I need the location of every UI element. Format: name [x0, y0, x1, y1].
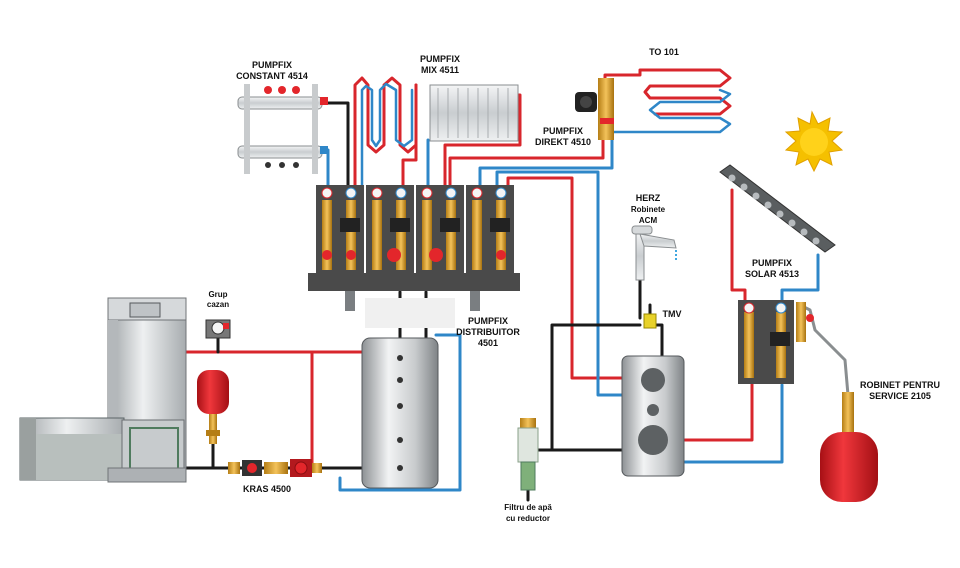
label-tmv: TMV [663, 309, 682, 319]
to101-blue [610, 88, 732, 134]
label-pumpfix-mix-2: MIX 4511 [421, 65, 459, 75]
direkt-pump-unit [575, 78, 614, 140]
radiator-supply [443, 93, 522, 187]
water-filter [517, 418, 539, 491]
label-herz-3: ACM [639, 216, 658, 225]
pipe-network [183, 68, 850, 502]
label-pumpfix-constant-2: CONSTANT 4514 [236, 71, 308, 81]
floor-heating-manifold [237, 84, 328, 174]
pump-module-constant [316, 185, 364, 275]
label-kras: KRAS 4500 [243, 484, 291, 494]
hot-water-tank [621, 355, 685, 477]
tank-bottom-blue-pipe [338, 333, 462, 492]
floor-coil-blue [360, 82, 414, 187]
label-pumpfix-solar-1: PUMPFIX [752, 258, 792, 268]
label-pumpfix-distribuitor-2: DISTRIBUITOR [456, 327, 520, 337]
label-to-101: TO 101 [649, 47, 679, 57]
direkt-supply-pipe [448, 138, 605, 187]
floor-coil-red [353, 76, 418, 187]
solar-red-up [730, 188, 747, 302]
buffer-tank [361, 337, 439, 489]
label-pumpfix-distribuitor-3: 4501 [478, 338, 498, 348]
solar-pump-station [738, 300, 814, 384]
cold-inlet-pipe [550, 323, 642, 452]
sun-icon [784, 110, 844, 173]
constant-return-pipe [323, 148, 330, 187]
pump-module-direkt [466, 185, 514, 275]
kras-pump-group [228, 459, 322, 477]
expansion-vessel-boiler [197, 370, 229, 444]
pump-module-radiator [416, 185, 464, 275]
dhw-blue-pipe [495, 170, 624, 397]
constant-supply-pipe [323, 101, 350, 187]
label-filtru-1: Filtru de apă [504, 503, 552, 512]
label-filtru-2: cu reductor [506, 514, 550, 523]
label-robinet-service-2: SERVICE 2105 [869, 391, 931, 401]
labels: PUMPFIX CONSTANT 4514 PUMPFIX MIX 4511 T… [207, 47, 940, 523]
tmv-valve [643, 313, 657, 329]
solar-blue-up [780, 253, 820, 302]
dhw-red-pipe [506, 176, 624, 380]
grup-cazan-device [205, 319, 231, 339]
label-herz-1: HERZ [636, 193, 661, 203]
label-grup-cazan-2: cazan [207, 300, 229, 309]
mix-coil-return [401, 83, 418, 187]
label-pumpfix-distribuitor-1: PUMPFIX [468, 316, 508, 326]
label-herz-2: Robinete [631, 205, 666, 214]
label-pumpfix-solar-2: SOLAR 4513 [745, 269, 799, 279]
label-pumpfix-direkt-2: DIREKT 4510 [535, 137, 591, 147]
expansion-vessel-solar [820, 392, 878, 502]
tmv-hot-pipe [648, 303, 664, 362]
label-grup-cazan-1: Grup [208, 290, 227, 299]
label-pumpfix-direkt-1: PUMPFIX [543, 126, 583, 136]
label-pumpfix-mix-1: PUMPFIX [420, 54, 460, 64]
distributor-manifold [308, 273, 520, 328]
pellet-boiler [19, 297, 187, 483]
radiator [429, 84, 519, 142]
to101-red [603, 68, 732, 116]
label-robinet-service-1: ROBINET PENTRU [860, 380, 940, 390]
solar-blue-pipe [683, 383, 784, 464]
pump-module-mix [366, 185, 414, 275]
water-tap [631, 225, 677, 281]
direkt-return-pipe [478, 138, 614, 187]
service-hose [798, 303, 850, 397]
solar-collector [719, 164, 836, 253]
label-pumpfix-constant-1: PUMPFIX [252, 60, 292, 70]
